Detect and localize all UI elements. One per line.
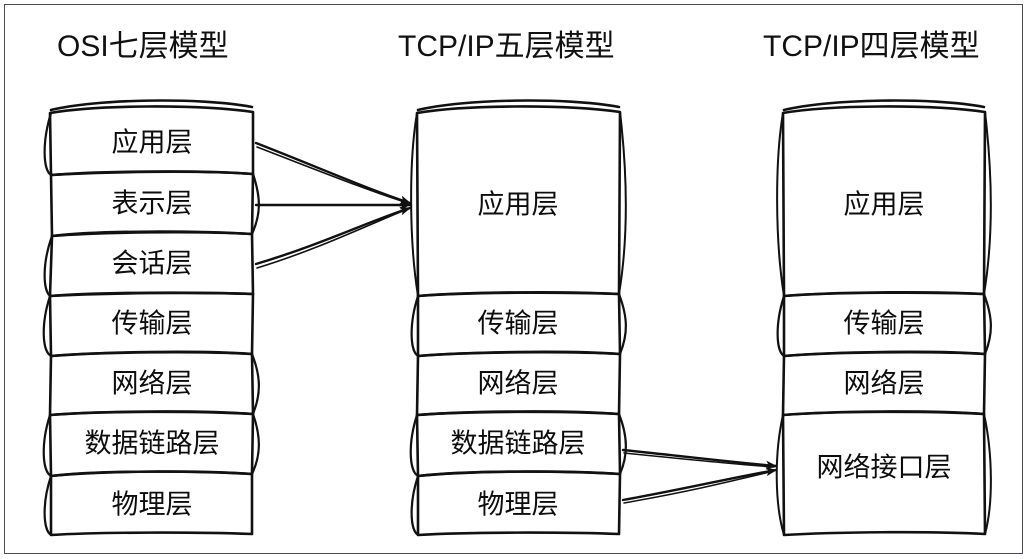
column-title-osi: OSI七层模型 [57,30,229,63]
tcpip5-layer-label-1: 应用层 [477,189,559,220]
tcpip4-layer-label-1: 应用层 [843,189,925,220]
tcpip4-layer-label-3: 网络层 [843,368,925,399]
osi-layer-label-7: 物理层 [111,489,193,520]
osi-layer-label-1: 应用层 [111,127,193,158]
tcpip4-layer-label-2: 传输层 [843,308,925,339]
osi-layer-label-4: 传输层 [111,308,193,339]
osi-layer-label-6: 数据链路层 [84,428,220,459]
tcpip5-layer-label-2: 传输层 [477,308,559,339]
tcpip5-layer-label-5: 物理层 [477,489,559,520]
tcpip5-layer-label-4: 数据链路层 [450,428,586,459]
column-title-tcpip5: TCP/IP五层模型 [398,30,615,63]
osi-layer-label-3: 会话层 [111,248,193,279]
tcpip4-layer-label-4: 网络接口层 [816,452,952,483]
tcpip5-layer-label-3: 网络层 [477,368,559,399]
column-title-tcpip4: TCP/IP四层模型 [763,30,980,63]
osi-layer-label-2: 表示层 [111,188,193,219]
osi-layer-label-5: 网络层 [111,368,193,399]
